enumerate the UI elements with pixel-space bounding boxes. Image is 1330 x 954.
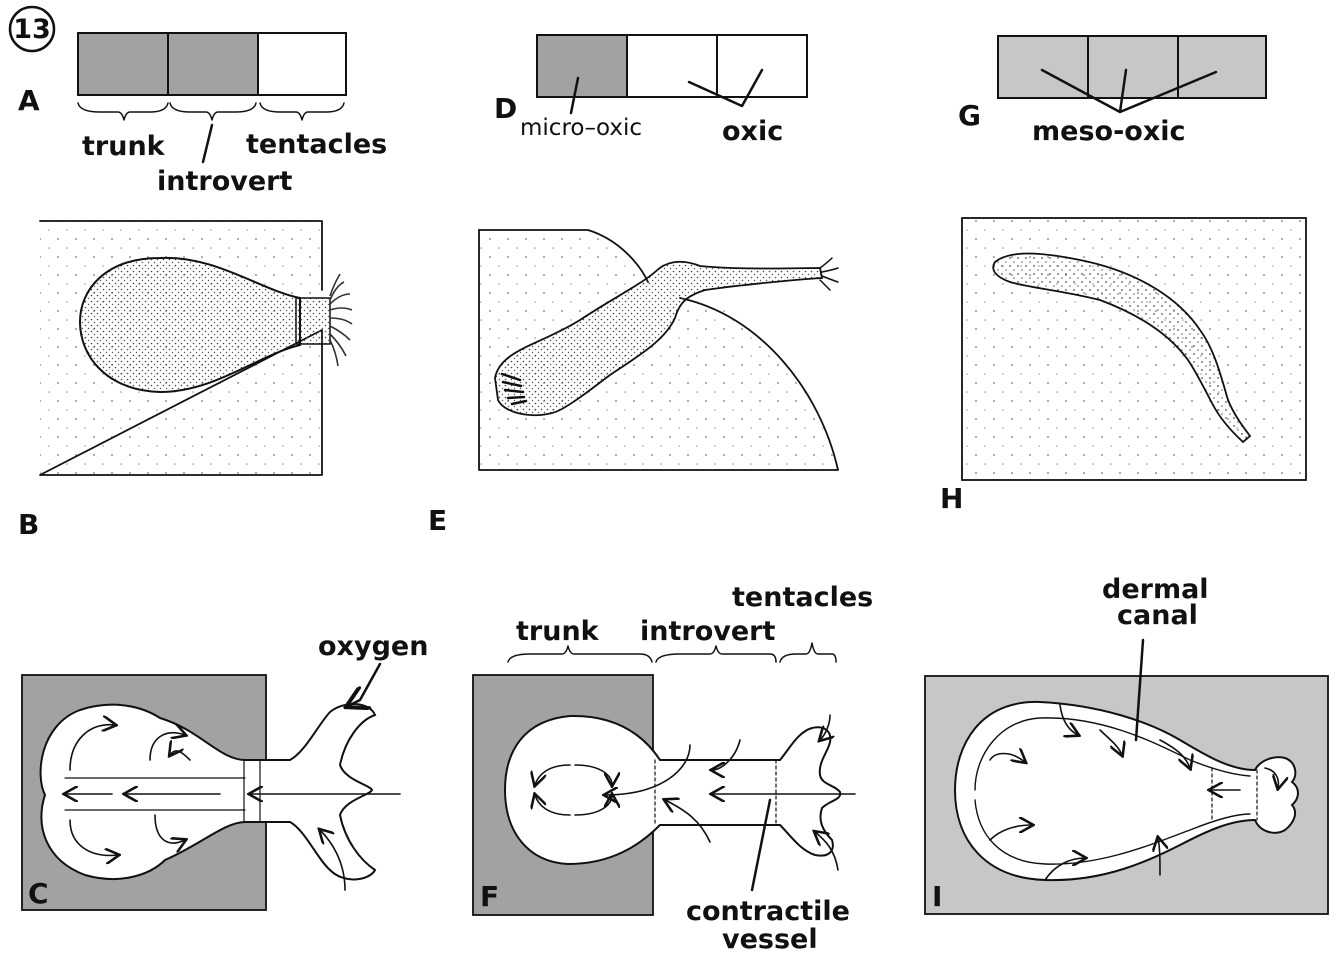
figure-number-text: 13: [13, 14, 51, 45]
panel-c-oxygen-leader: [348, 664, 380, 706]
panel-g-label-meso-oxic: meso-oxic: [1032, 116, 1186, 147]
panel-h: H: [940, 218, 1306, 515]
panel-a-tentacles-box: [258, 33, 346, 95]
panel-f-label-contractile: contractile: [686, 896, 850, 927]
panel-e: E: [428, 230, 838, 537]
panel-a-introvert-box: [168, 33, 258, 95]
panel-c-label-oxygen: oxygen: [318, 631, 428, 662]
panel-a-label-introvert: introvert: [157, 166, 292, 197]
panel-c-letter: C: [28, 877, 49, 910]
panel-f-worm: [505, 716, 840, 864]
panel-a-trunk-box: [78, 33, 168, 95]
panel-f-label-tentacles: tentacles: [732, 582, 873, 613]
panel-g: G meso-oxic: [958, 36, 1266, 147]
panel-b: B: [18, 221, 352, 541]
panel-g-box-3: [1178, 36, 1266, 98]
panel-b-worm-introvert: [296, 298, 330, 344]
panel-f-introvert-brace: [656, 646, 776, 662]
panel-a-label-tentacles: tentacles: [246, 129, 387, 160]
panel-d-letter: D: [494, 92, 517, 125]
panel-d-oxic-box-2: [717, 35, 807, 97]
panel-i-label-canal: canal: [1117, 600, 1198, 631]
panel-a-introvert-brace: [170, 103, 256, 120]
panel-a-letter: A: [18, 84, 40, 117]
panel-a-trunk-brace: [78, 103, 168, 120]
panel-f: trunk introvert tentacles contractile ve…: [473, 582, 873, 954]
panel-i: dermal canal I: [925, 574, 1328, 914]
panel-a-tentacles-brace: [260, 103, 344, 120]
panel-g-letter: G: [958, 99, 981, 132]
panel-b-letter: B: [18, 508, 39, 541]
panel-f-trunk-brace: [508, 646, 652, 662]
panel-g-box-2: [1088, 36, 1178, 98]
panel-a: A trunk introvert tentacles: [18, 33, 387, 197]
panel-f-label-introvert: introvert: [640, 616, 775, 647]
panel-c: oxygen C: [22, 631, 428, 910]
figure-number: 13: [10, 7, 54, 51]
panel-a-label-trunk: trunk: [82, 131, 166, 162]
panel-f-label-vessel: vessel: [722, 924, 818, 954]
panel-d-label-oxic: oxic: [722, 116, 783, 147]
panel-d-micro-oxic-box: [537, 35, 627, 97]
panel-f-letter: F: [480, 880, 499, 913]
panel-b-tentacle-crown: [330, 274, 352, 366]
panel-f-tentacles-brace: [780, 643, 836, 662]
panel-i-letter: I: [932, 880, 942, 913]
panel-e-letter: E: [428, 504, 447, 537]
panel-e-worm-tentacles: [820, 258, 838, 290]
panel-f-label-trunk: trunk: [516, 616, 600, 647]
panel-d-label-micro-oxic: micro–oxic: [520, 115, 642, 141]
panel-a-introvert-leader: [203, 125, 212, 162]
panel-h-letter: H: [940, 482, 963, 515]
panel-d: D micro–oxic oxic: [494, 35, 807, 147]
